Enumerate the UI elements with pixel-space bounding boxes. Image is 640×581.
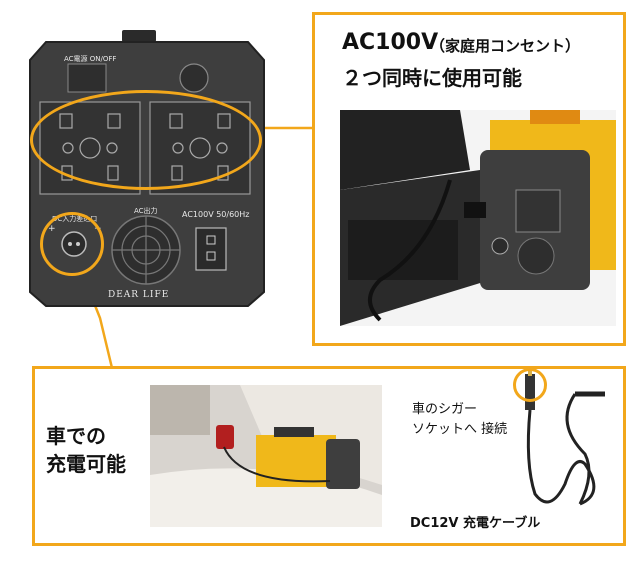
- outlets-highlight-oval: [30, 90, 262, 190]
- ac-callout-subtitle: ２つ同時に使用可能: [342, 66, 522, 90]
- car-callout-title-line1: 車での: [46, 424, 106, 448]
- brand-label: DEAR LIFE: [108, 290, 170, 300]
- dc-port-highlight-circle: [40, 212, 104, 276]
- ac-switch-label: AC電源 ON/OFF: [64, 55, 117, 63]
- cigar-plug-highlight-circle: [513, 368, 547, 402]
- ac-callout-title: AC100V: [342, 30, 439, 55]
- laptop-photo: [340, 110, 616, 326]
- car-seat-photo: [150, 385, 382, 527]
- cigar-socket-line1: 車のシガー: [412, 402, 478, 417]
- laptop-device-illustration: [340, 110, 616, 326]
- car-seat-illustration: [150, 385, 382, 527]
- ac-spec-label: AC100V 50/60Hz: [182, 210, 250, 219]
- cigar-socket-line2: ソケットへ 接続: [412, 422, 508, 437]
- ac-output-label: AC出力: [134, 207, 158, 215]
- ac-callout-title-note: （家庭用コンセント）: [430, 37, 581, 55]
- car-callout-title-line2: 充電可能: [46, 452, 126, 476]
- cable-label: DC12V 充電ケーブル: [410, 516, 541, 531]
